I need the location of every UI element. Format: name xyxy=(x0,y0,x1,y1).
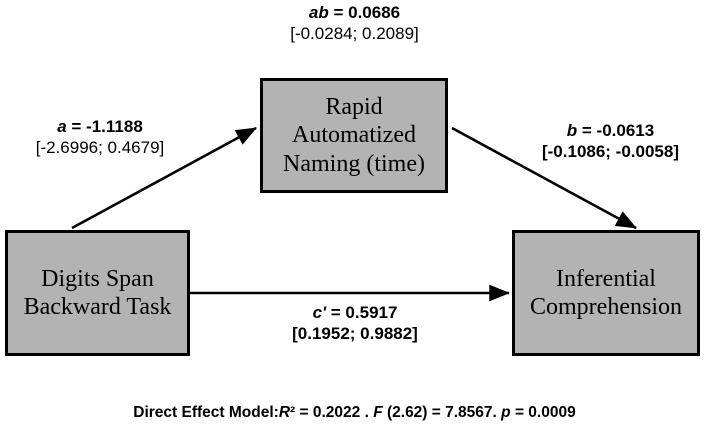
path-ci-b: [-0.1086; -0.0058] xyxy=(541,142,680,162)
path-label-c-prime: c' = 0.5917 [0.1952; 0.9882] xyxy=(255,302,455,345)
node-mediator-line-3: Naming (time) xyxy=(283,150,425,177)
path-label-indirect-ab: ab = 0.0686 [-0.0284; 0.2089] xyxy=(233,2,476,45)
node-predictor-line-1: Digits Span xyxy=(41,265,154,292)
node-predictor: Digits Span Backward Task xyxy=(5,230,190,356)
path-arrow-b xyxy=(451,126,637,230)
path-arrow-a xyxy=(71,126,257,230)
model-summary-label: Direct Effect Model: xyxy=(133,404,279,421)
path-label-a: a = -1.1188 [-2.6996; 0.4679] xyxy=(0,116,200,159)
model-summary-f: F (2.62) = 7.8567. xyxy=(373,404,497,421)
model-summary-r-squared: R² = 0.2022 . xyxy=(278,404,369,421)
model-summary-caption: Direct Effect Model:R² = 0.2022 . F (2.6… xyxy=(0,404,709,422)
path-coefficient-c-prime: c' = 0.5917 xyxy=(312,303,398,322)
path-coefficient-ab: ab = 0.0686 xyxy=(308,3,401,22)
node-outcome-line-1: Inferential xyxy=(556,265,656,292)
node-mediator-line-2: Automatized xyxy=(292,122,416,149)
node-predictor-line-2: Backward Task xyxy=(23,294,172,320)
path-coefficient-a: a = -1.1188 xyxy=(57,117,143,136)
node-mediator: Rapid Automatized Naming (time) xyxy=(260,78,448,193)
path-coefficient-b: b = -0.0613 xyxy=(566,121,655,140)
path-label-b: b = -0.0613 [-0.1086; -0.0058] xyxy=(512,120,709,163)
node-mediator-line-1: Rapid xyxy=(325,94,383,121)
node-outcome: Inferential Comprehension xyxy=(512,230,700,356)
path-ci-c-prime: [0.1952; 0.9882] xyxy=(292,324,418,344)
node-outcome-line-2: Comprehension xyxy=(530,294,682,320)
path-ci-ab: [-0.0284; 0.2089] xyxy=(290,24,419,44)
path-ci-a: [-2.6996; 0.4679] xyxy=(35,138,165,158)
model-summary-p: p = 0.0009 xyxy=(501,404,576,421)
